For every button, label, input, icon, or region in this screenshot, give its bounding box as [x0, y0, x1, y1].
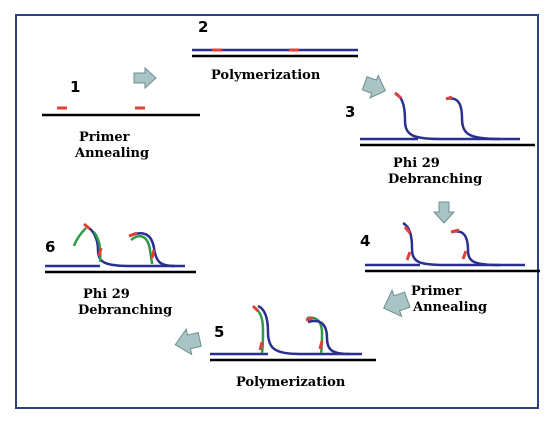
- step-6-primer-c: [97, 247, 103, 257]
- step-arrow-icon: [432, 201, 456, 224]
- step-2: 2 Polymerization: [192, 18, 358, 83]
- step-4-primer-b: [450, 228, 460, 234]
- step-5-displaced-strand-b: [307, 319, 351, 356]
- step-5-primer-a: [251, 304, 260, 313]
- step-3-displaced-strand-b: [445, 97, 501, 141]
- step-6-displaced-strand-a: [85, 224, 185, 268]
- step-3-number: 3: [345, 103, 355, 121]
- step-5-displaced-strand-a: [257, 304, 362, 356]
- step-3: 3 Phi 29 Debranching: [345, 91, 535, 187]
- step-4-primer-a: [403, 226, 412, 234]
- step-1-caption-line-2: Annealing: [74, 146, 149, 161]
- step-arrow-icon: [133, 66, 157, 90]
- step-5-number: 5: [214, 323, 224, 341]
- step-5: 5 Polymerization: [210, 304, 376, 390]
- step-3-caption-line-2: Debranching: [388, 172, 482, 187]
- step-6-green-curl: [72, 227, 87, 247]
- step-6-caption-line-1: Phi 29: [83, 287, 130, 302]
- step-6-primer-d: [150, 249, 156, 259]
- step-4-primer-c: [405, 251, 412, 261]
- step-arrow-icon: [174, 327, 202, 356]
- step-5-primer-d: [318, 340, 324, 350]
- step-2-number: 2: [198, 18, 208, 36]
- step-3-primer-a: [394, 91, 402, 100]
- step-3-caption-line-1: Phi 29: [393, 156, 440, 171]
- step-6-displaced-strand-b: [129, 231, 176, 268]
- step-3-primer-b: [445, 95, 453, 101]
- step-arrow-icon: [383, 288, 411, 318]
- step-1-caption-line-1: Primer: [79, 130, 130, 145]
- step-4-caption-line-2: Annealing: [412, 300, 487, 315]
- step-5-caption: Polymerization: [236, 375, 346, 390]
- step-4-displaced-strand-a: [402, 221, 525, 267]
- step-6-number: 6: [45, 238, 55, 256]
- step-6-green-strand-a: [92, 231, 102, 263]
- step-6: 6 Phi 29 Debranching: [45, 222, 196, 318]
- step-4: 4 Primer Annealing: [360, 221, 540, 315]
- step-1-number: 1: [70, 78, 80, 96]
- step-4-number: 4: [360, 232, 370, 250]
- step-6-caption-line-2: Debranching: [78, 303, 172, 318]
- step-4-caption-line-1: Primer: [411, 284, 462, 299]
- frame-border: [15, 14, 539, 409]
- step-6-primer-a: [83, 222, 91, 231]
- step-4-primer-d: [461, 250, 468, 260]
- step-4-displaced-strand-b: [451, 230, 501, 267]
- step-1: 1 Primer Annealing: [42, 78, 200, 161]
- step-arrow-icon: [361, 74, 387, 99]
- step-6-primer-b: [128, 231, 138, 238]
- step-2-caption: Polymerization: [211, 68, 321, 83]
- step-6-green-strand-b: [130, 234, 154, 265]
- step-5-green-strand-a: [254, 306, 265, 354]
- step-5-primer-c: [258, 341, 264, 351]
- step-5-primer-b: [305, 316, 314, 322]
